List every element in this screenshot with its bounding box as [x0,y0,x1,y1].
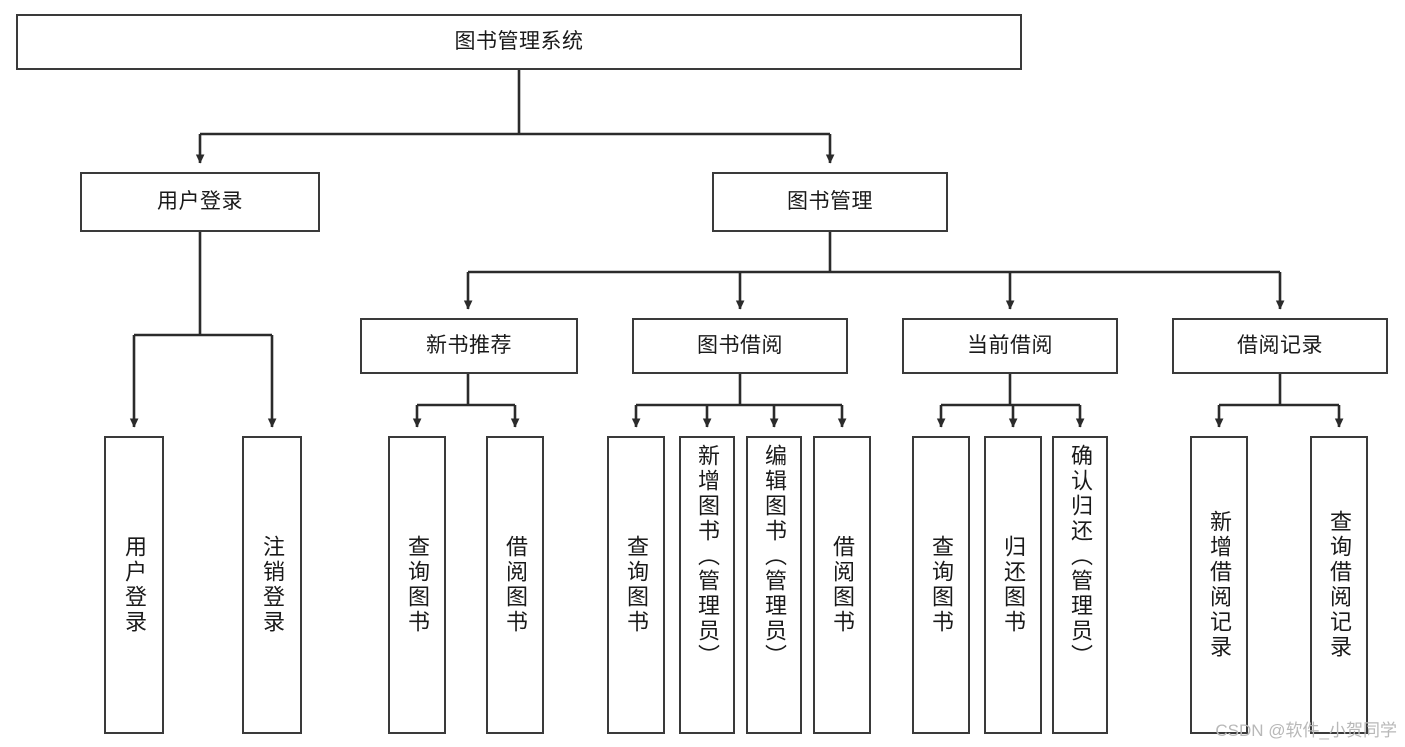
node-leaf-logout-label: 注销登录 [260,535,285,635]
node-root[interactable]: 图书管理系统 [16,14,1022,70]
node-leaf-query-record-label: 查询借阅记录 [1327,510,1352,660]
node-leaf-return-book-label: 归还图书 [1001,535,1026,635]
node-book-borrow-label: 图书借阅 [697,333,783,357]
node-leaf-add-book[interactable]: 新增图书（管理员） [679,436,735,734]
node-leaf-user-login[interactable]: 用户登录 [104,436,164,734]
node-leaf-user-login-label: 用户登录 [122,535,147,635]
node-current-borrow[interactable]: 当前借阅 [902,318,1118,374]
node-borrow-record[interactable]: 借阅记录 [1172,318,1388,374]
node-current-borrow-label: 当前借阅 [967,333,1053,357]
node-leaf-confirm-return[interactable]: 确认归还（管理员） [1052,436,1108,734]
watermark: CSDN @软件_小贺同学 [1215,721,1397,740]
node-new-book-rec-label: 新书推荐 [426,333,512,357]
node-book-manage[interactable]: 图书管理 [712,172,948,232]
node-book-manage-label: 图书管理 [787,189,873,213]
node-leaf-query-book-1[interactable]: 查询图书 [388,436,446,734]
node-root-label: 图书管理系统 [454,29,584,53]
node-leaf-add-record[interactable]: 新增借阅记录 [1190,436,1248,734]
node-user-login[interactable]: 用户登录 [80,172,320,232]
node-leaf-query-book-2-label: 查询图书 [624,535,649,635]
node-leaf-query-record[interactable]: 查询借阅记录 [1310,436,1368,734]
node-leaf-query-book-2[interactable]: 查询图书 [607,436,665,734]
node-leaf-query-book-3[interactable]: 查询图书 [912,436,970,734]
node-leaf-add-record-label: 新增借阅记录 [1207,510,1232,660]
node-leaf-add-book-label: 新增图书（管理员） [695,444,720,669]
node-user-login-label: 用户登录 [157,189,243,213]
node-leaf-borrow-book-1-label: 借阅图书 [503,535,528,635]
node-leaf-return-book[interactable]: 归还图书 [984,436,1042,734]
node-borrow-record-label: 借阅记录 [1237,333,1323,357]
node-leaf-confirm-return-label: 确认归还（管理员） [1068,444,1093,669]
node-leaf-borrow-book-2[interactable]: 借阅图书 [813,436,871,734]
node-leaf-borrow-book-2-label: 借阅图书 [830,535,855,635]
node-book-borrow[interactable]: 图书借阅 [632,318,848,374]
node-leaf-logout[interactable]: 注销登录 [242,436,302,734]
node-leaf-edit-book-label: 编辑图书（管理员） [762,444,787,669]
node-leaf-borrow-book-1[interactable]: 借阅图书 [486,436,544,734]
node-leaf-query-book-1-label: 查询图书 [405,535,430,635]
node-leaf-query-book-3-label: 查询图书 [929,535,954,635]
node-new-book-rec[interactable]: 新书推荐 [360,318,578,374]
node-leaf-edit-book[interactable]: 编辑图书（管理员） [746,436,802,734]
